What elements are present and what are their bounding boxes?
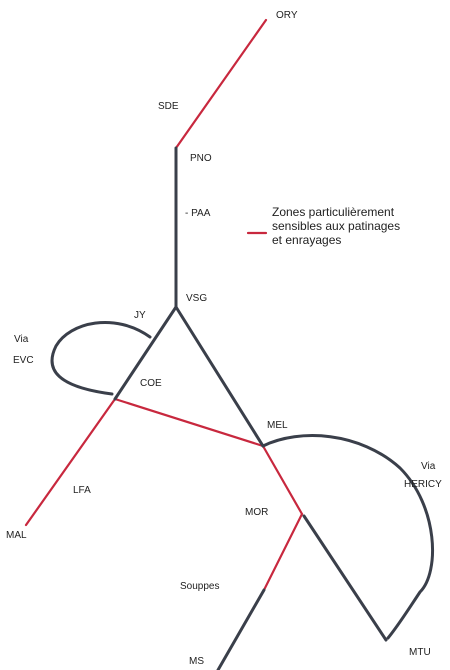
station-label-ory: ORY — [276, 10, 298, 21]
segment-ory-sde — [174, 18, 268, 150]
route-label-via-evc-line2: EVC — [13, 355, 34, 366]
route-label-via-hericy-line1: Via — [421, 461, 436, 472]
segment-mel-mor — [261, 444, 304, 516]
segment-vsg-mel — [174, 305, 265, 448]
station-label-mor: MOR — [245, 507, 269, 518]
segment-mor-mtu — [302, 514, 388, 642]
legend-line-2: sensibles aux patinages — [272, 219, 401, 233]
station-label-vsg: VSG — [186, 293, 208, 304]
segment-mor-souppes — [262, 512, 304, 592]
station-label-mtu: MTU — [409, 647, 431, 658]
station-label-mel: MEL — [267, 420, 288, 431]
segment-coe-mel — [113, 397, 265, 448]
station-label-ms: MS — [189, 656, 204, 667]
route-label-via-evc-line1: Via — [14, 334, 29, 345]
legend-text: Zones particulièrement sensibles aux pat… — [272, 205, 400, 247]
legend-line-1: Zones particulièrement — [272, 205, 395, 219]
station-label-souppes: Souppes — [180, 581, 220, 592]
station-label-pno: PNO — [190, 153, 212, 164]
station-label-sde: SDE — [158, 101, 179, 112]
route-label-via-hericy-line2: HERICY — [404, 479, 442, 490]
loop-via-evc — [50, 321, 152, 396]
station-label-coe: COE — [140, 378, 162, 389]
station-label-jy: JY — [134, 310, 146, 321]
segment-mal-coe — [24, 397, 117, 527]
segment-souppes-ms — [216, 588, 266, 670]
segment-vsg-coe — [113, 305, 178, 401]
legend-line-3: et enrayages — [272, 233, 342, 247]
station-label-paa: - PAA — [185, 208, 211, 219]
loop-via-hericy — [261, 434, 435, 640]
station-label-mal: MAL — [6, 530, 27, 541]
station-label-lfa: LFA — [73, 485, 91, 496]
